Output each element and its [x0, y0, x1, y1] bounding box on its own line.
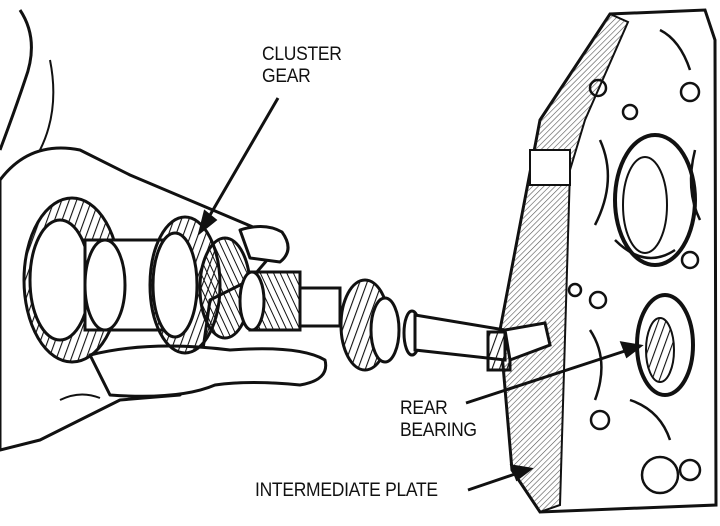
gear-collar [298, 286, 342, 328]
rear-bearing-label-line1: REAR [400, 398, 448, 419]
plate-boss [529, 149, 571, 186]
cluster-gear [22, 196, 422, 372]
plate-main-bore [613, 133, 697, 267]
cluster-gear-leader [204, 97, 280, 223]
rear-bearing-leader [465, 348, 629, 405]
leader-lines [197, 97, 644, 492]
intermediate-plate-arrowhead [509, 464, 534, 482]
cluster-gear-arrowhead [197, 209, 218, 236]
hand-finger [238, 225, 290, 264]
rear-bearing-arrowhead [619, 341, 644, 359]
plate-edge-hatch [498, 12, 630, 514]
hand-thumb [88, 344, 328, 398]
plate-details [567, 28, 702, 495]
forearm [0, 9, 33, 151]
cluster-shaft [413, 313, 552, 372]
cluster-gear-label-line2: GEAR [262, 66, 311, 87]
rear-bearing-label-line2: BEARING [400, 420, 477, 441]
rear-bearing-label: REAR BEARING [400, 398, 477, 442]
cluster-gear-label: CLUSTER GEAR [262, 44, 342, 88]
intermediate-plate-label: INTERMEDIATE PLATE [255, 480, 438, 501]
cluster-gear-label-line1: CLUSTER [262, 44, 342, 65]
intermediate-plate-leader [467, 471, 519, 492]
rear-bearing-rollers [645, 317, 675, 383]
intermediate-plate [498, 8, 718, 514]
